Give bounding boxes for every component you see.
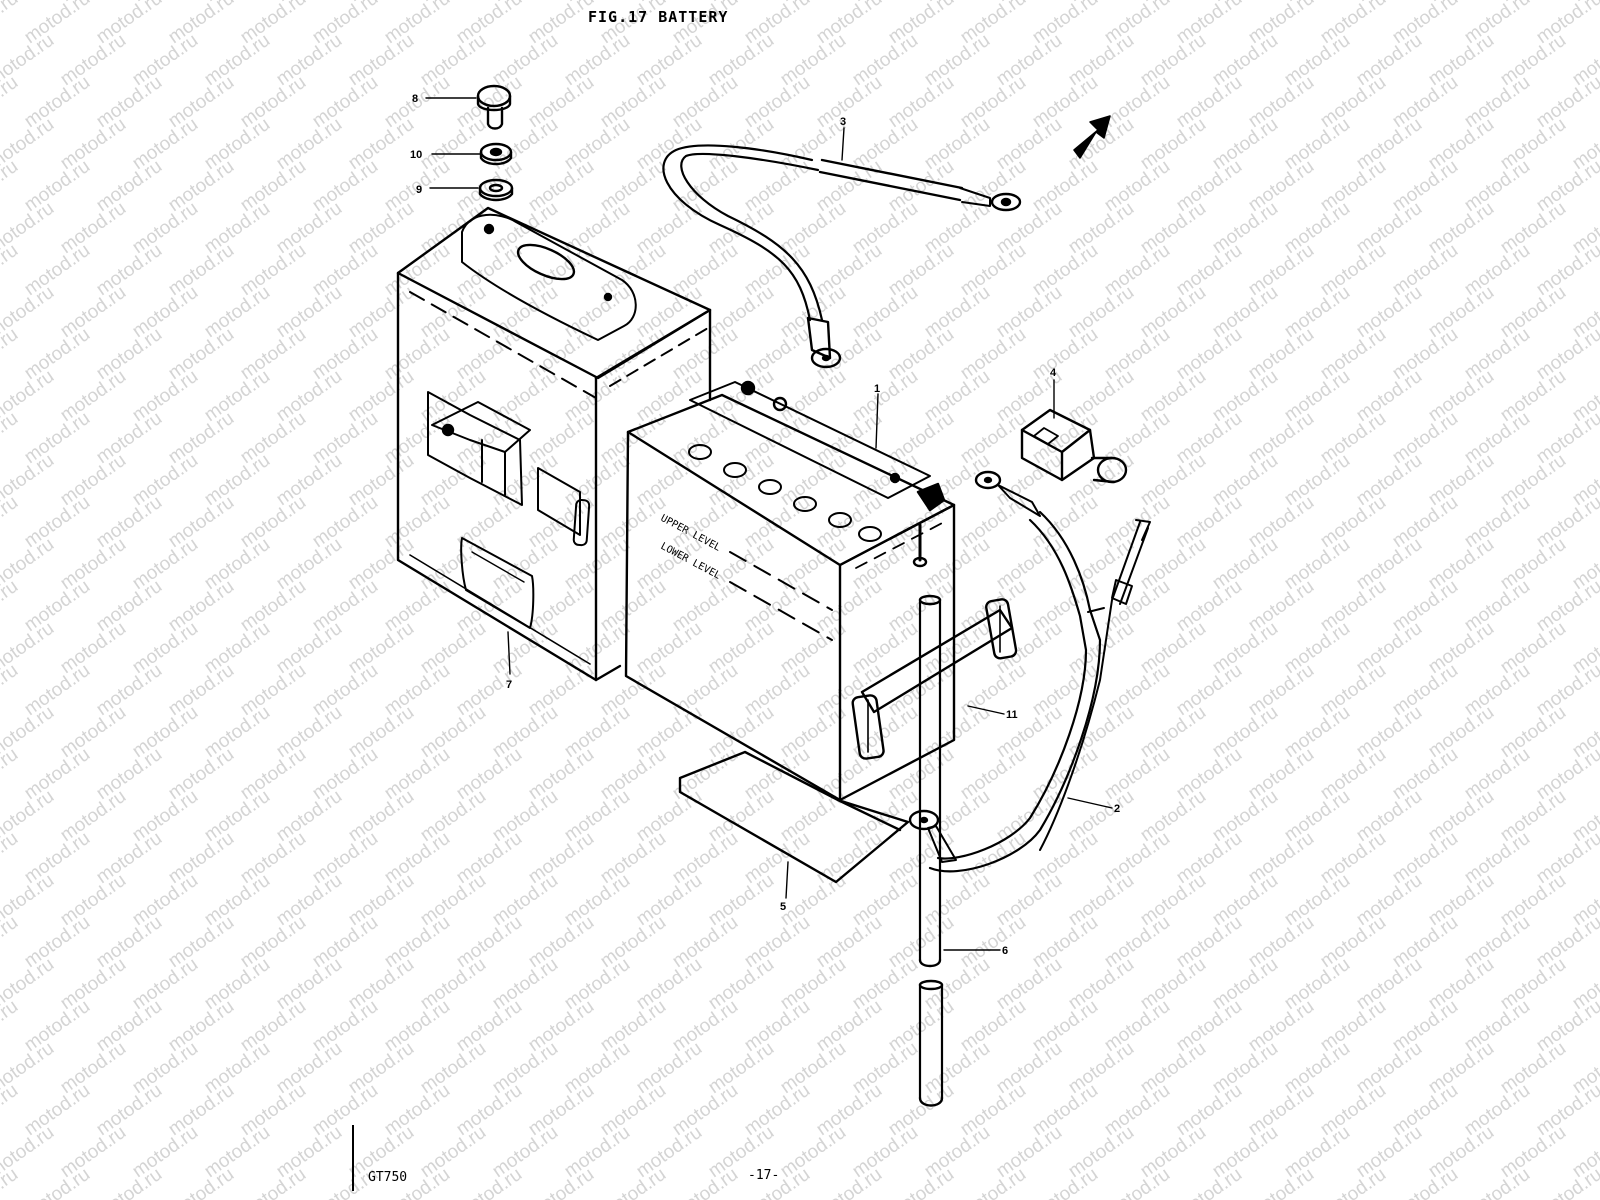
callout-bolt: 8	[412, 93, 418, 105]
model-code: GT750	[368, 1170, 408, 1185]
battery-band-drawing	[851, 598, 1018, 760]
callout-terminal-cap: 4	[1050, 367, 1057, 379]
callout-negative-cable: 2	[1114, 803, 1120, 815]
callout-lock-washer: 10	[410, 149, 422, 161]
front-arrow-icon	[1073, 115, 1111, 159]
callout-breather-tube: 6	[1002, 945, 1008, 957]
figure-title: FIG.17 BATTERY	[588, 8, 729, 26]
callout-tray-pad: 5	[780, 901, 786, 913]
battery-tray-pad-drawing	[678, 750, 910, 884]
terminal-cap-drawing	[1020, 408, 1128, 484]
callout-numbers: 8 10 9 3 4 1 2 11 6 5 7	[410, 93, 1120, 957]
positive-cable-drawing	[662, 144, 1022, 369]
page-number: -17-	[748, 1168, 780, 1183]
callout-positive-cable: 3	[840, 116, 846, 128]
leader-lines	[425, 97, 1113, 951]
washer-drawing	[478, 178, 514, 202]
footer-rule	[352, 1125, 354, 1191]
battery-drawing: UPPER LEVEL LOWER LEVEL	[624, 380, 956, 802]
negative-cable-drawing	[908, 470, 1151, 873]
battery-case-drawing	[396, 206, 712, 682]
bolt-drawing	[476, 84, 512, 130]
callout-washer: 9	[416, 184, 422, 196]
callout-battery-case: 7	[506, 679, 512, 691]
lock-washer-drawing	[479, 142, 513, 166]
breather-tube-drawing	[918, 594, 944, 1107]
callout-battery-band: 11	[1006, 709, 1018, 721]
callout-battery: 1	[874, 383, 880, 395]
